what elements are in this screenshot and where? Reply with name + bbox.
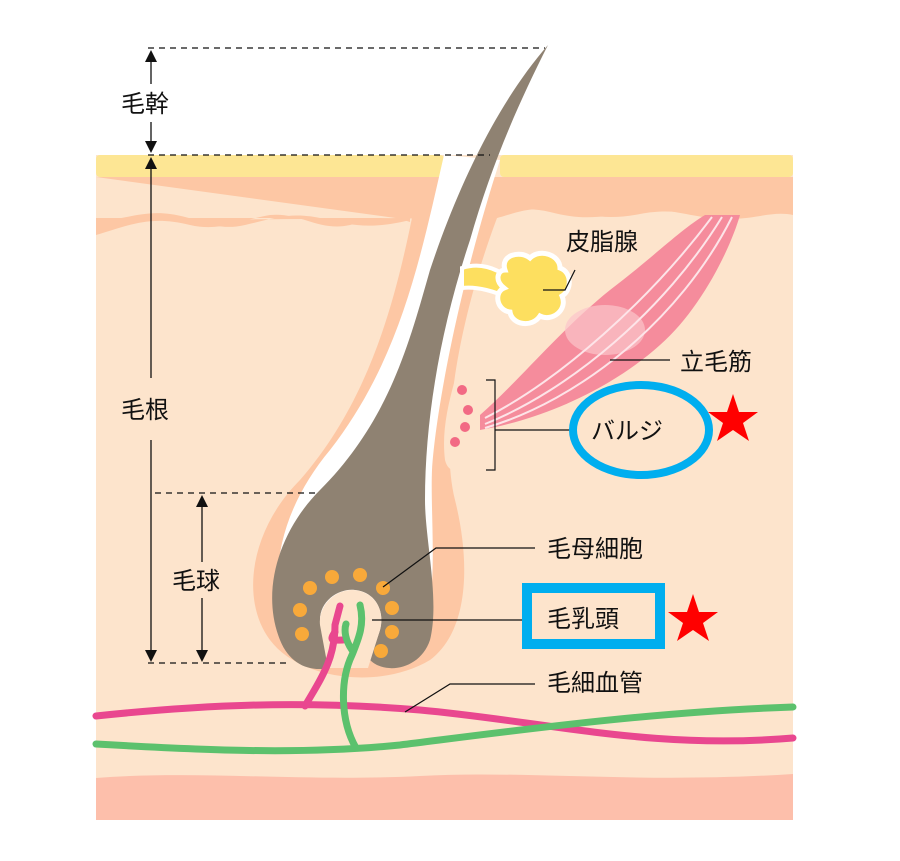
arrector-pili-muscle xyxy=(480,215,740,430)
star-icon xyxy=(668,594,718,641)
label-dermal-papilla: 毛乳頭 xyxy=(547,605,619,633)
dimension-lines xyxy=(148,47,545,664)
bulge-cells xyxy=(450,385,473,447)
subcutis xyxy=(96,774,793,820)
hair-follicle xyxy=(253,45,548,678)
leader-lines xyxy=(372,269,670,713)
stratum-corneum-left xyxy=(96,155,444,177)
label-capillaries: 毛細血管 xyxy=(547,669,643,697)
label-hair-root: 毛根 xyxy=(121,396,169,424)
dermal-papilla-highlight-box xyxy=(522,583,665,649)
stratum-corneum-right xyxy=(500,155,793,177)
bulge-bracket xyxy=(486,379,496,471)
bulge-highlight-ellipse xyxy=(569,381,713,479)
sebaceous-gland xyxy=(460,250,572,326)
star-icon xyxy=(708,394,758,441)
hair xyxy=(272,45,548,670)
label-hair-shaft: 毛幹 xyxy=(121,90,169,118)
label-bulge: バルジ xyxy=(591,417,663,445)
capillaries xyxy=(92,601,797,755)
label-arrector-pili: 立毛筋 xyxy=(680,348,752,376)
dimension-arrowheads xyxy=(145,50,208,662)
labels: 毛幹 毛根 毛球 皮脂腺 立毛筋 バルジ 毛母細胞 毛乳頭 毛細血管 xyxy=(121,90,752,697)
label-sebaceous-gland: 皮脂腺 xyxy=(566,228,638,256)
sheath-inner-light xyxy=(444,320,488,470)
label-hair-matrix-cells: 毛母細胞 xyxy=(547,535,643,563)
label-hair-bulb: 毛球 xyxy=(172,567,220,595)
